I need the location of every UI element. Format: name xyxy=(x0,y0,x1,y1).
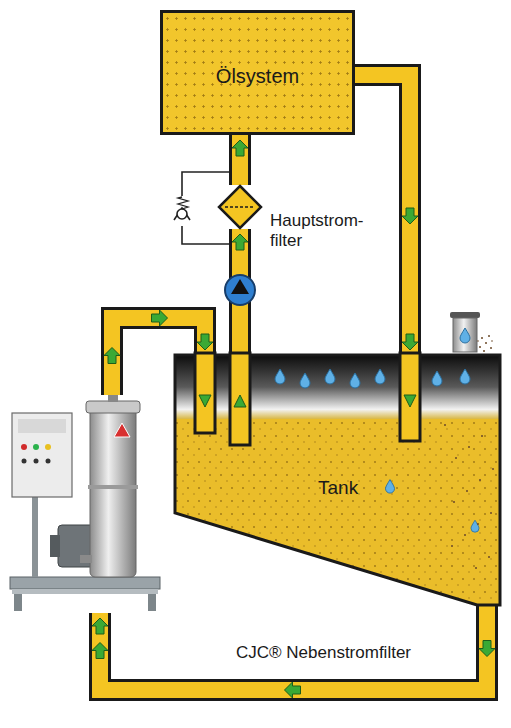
pipe-wall xyxy=(229,135,251,185)
flow-arrow xyxy=(232,140,248,156)
flow-arrow xyxy=(285,682,301,698)
flow-arrow xyxy=(479,641,495,657)
oil-pipe xyxy=(232,229,248,355)
oil-pipe xyxy=(355,75,418,355)
oil-tank: Tank xyxy=(175,355,500,605)
oil-pipe xyxy=(92,605,495,698)
flow-arrow xyxy=(232,234,248,250)
pump-symbol xyxy=(225,275,255,305)
offline-filter-unit: CJC® Nebenstromfilter xyxy=(10,395,160,613)
flow-arrow xyxy=(197,334,213,350)
pipe-wall xyxy=(229,229,251,355)
flow-arrow xyxy=(92,618,108,634)
oil-pipe xyxy=(232,135,248,185)
filter-diamond: Hauptstrom- filter xyxy=(218,185,262,229)
flow-arrow xyxy=(402,208,418,224)
node-label: Hauptstrom- filter xyxy=(270,211,364,252)
flow-arrow xyxy=(152,310,168,326)
node-label: Ölsystem xyxy=(216,64,299,88)
pipe-oil xyxy=(100,605,487,690)
flow-arrow xyxy=(402,334,418,350)
pipe-wall xyxy=(100,605,487,690)
pipe-oil xyxy=(232,135,248,185)
tank-breather xyxy=(450,312,493,352)
flow-arrow xyxy=(104,348,120,364)
offline-filter-unit-outline xyxy=(10,395,160,613)
pipe-oil xyxy=(232,229,248,355)
check-valve xyxy=(174,196,190,226)
flow-arrow xyxy=(92,643,108,659)
system-box: Ölsystem xyxy=(160,10,355,135)
filter-diamond-outline xyxy=(218,185,262,229)
node-label: CJC® Nebenstromfilter xyxy=(236,643,411,663)
node-label: Tank xyxy=(318,477,358,500)
